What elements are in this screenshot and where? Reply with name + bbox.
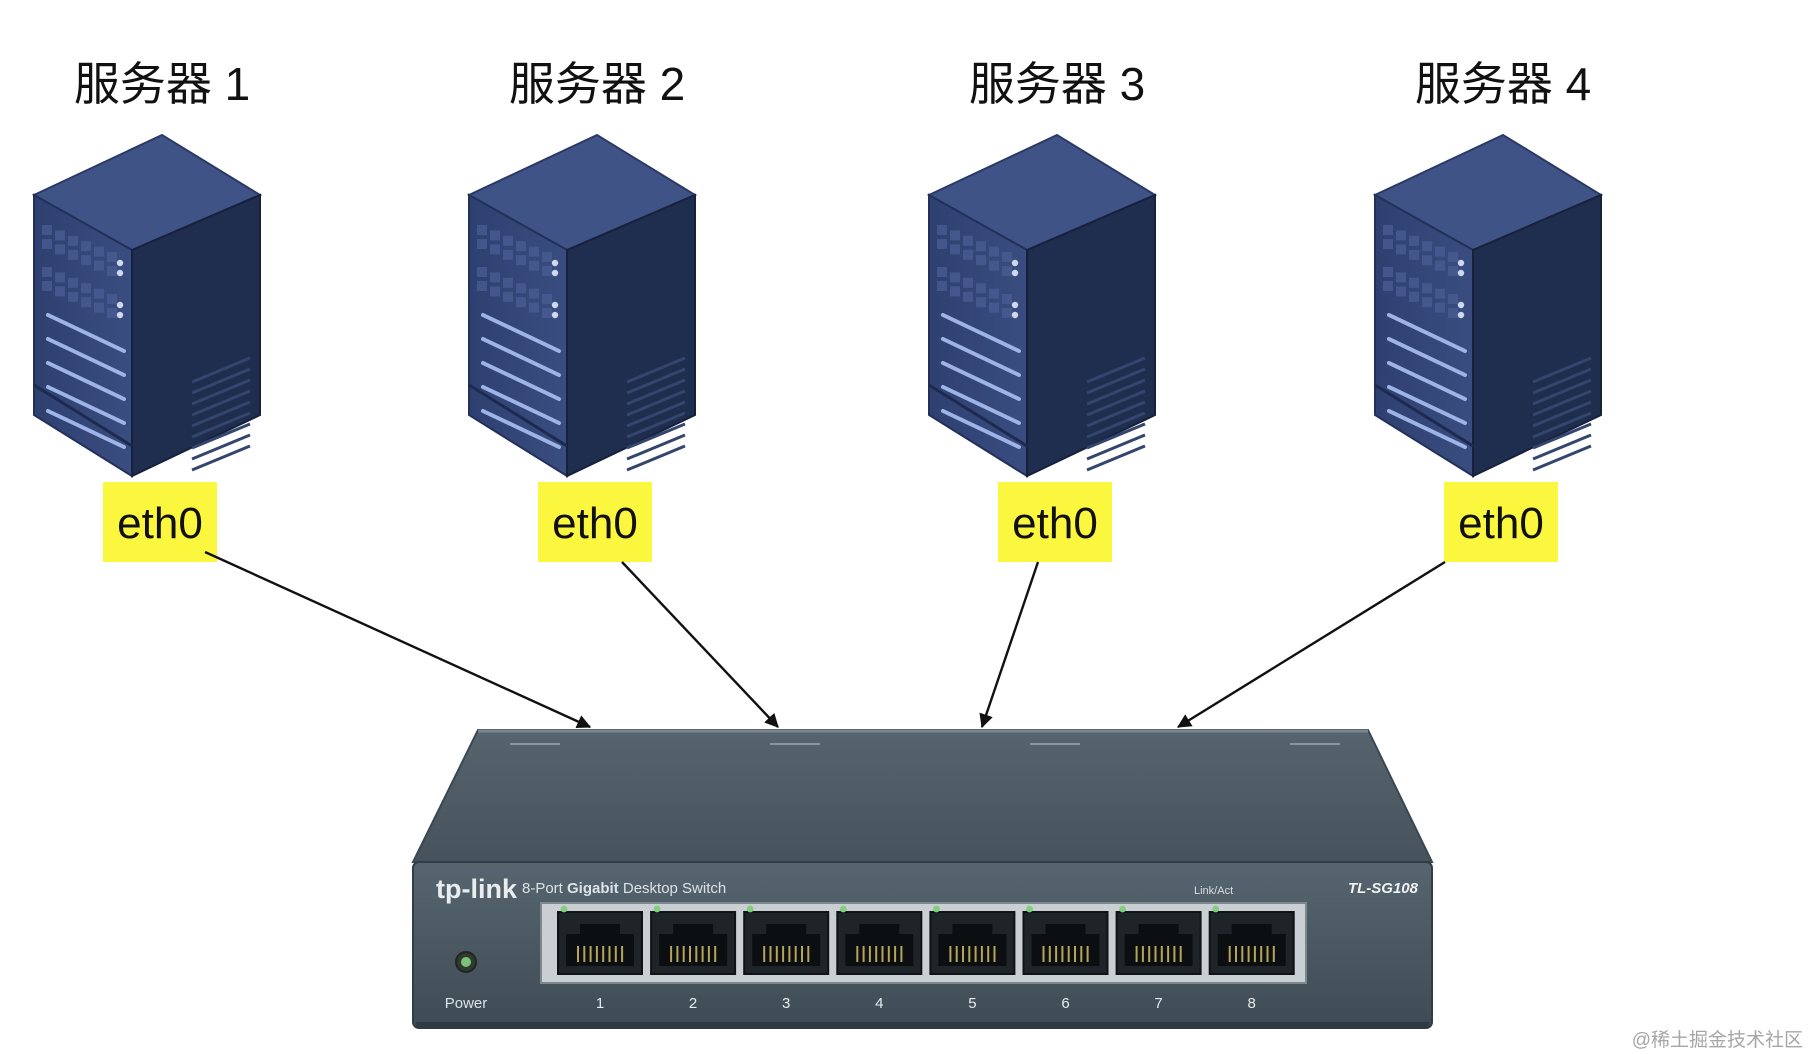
port-number: 2 [689, 995, 697, 1012]
link-led-icon [746, 905, 754, 913]
connector-arrow-1 [204, 550, 592, 729]
port-number: 4 [875, 995, 883, 1012]
server-2: 服务器 2 eth0 [466, 58, 698, 562]
interface-label: eth0 [1458, 499, 1544, 548]
port-number: 8 [1248, 995, 1256, 1012]
servers: 服务器 1 eth0 服务器 2 eth0 服务器 3 eth0 服务器 4 eth0 [31, 58, 1604, 562]
interface-label-box [103, 482, 217, 562]
switch-brand-logo: tp-link [436, 874, 518, 904]
connector-arrow-2 [621, 561, 779, 728]
interface-label-box [1444, 482, 1558, 562]
port-number: 5 [968, 995, 976, 1012]
link-led-icon [1026, 905, 1033, 913]
switch-model: TL-SG108 [1348, 880, 1419, 897]
server-3: 服务器 3 eth0 [926, 58, 1158, 562]
switch-top-panel [411, 729, 1434, 863]
server-tower-icon [926, 133, 1158, 478]
ethernet-port-icon [557, 911, 643, 975]
server-tower-icon [466, 133, 698, 478]
server-tower-icon [1372, 133, 1604, 478]
server-title: 服务器 2 [509, 58, 685, 110]
ethernet-port-icon [1208, 911, 1295, 975]
network-switch: tp-link 8-Port Gigabit Desktop Switch TL… [411, 729, 1434, 1029]
link-led-icon [1212, 905, 1220, 913]
watermark: @稀土掘金技术社区 [1632, 1029, 1803, 1051]
link-act-label: Link/Act [1194, 885, 1233, 897]
interface-label: eth0 [1012, 499, 1098, 548]
server-1: 服务器 1 eth0 [31, 58, 263, 562]
switch-bottom-lip [416, 1022, 1429, 1028]
interface-label: eth0 [117, 499, 203, 548]
server-tower-icon [31, 133, 263, 478]
ethernet-port-icon [929, 911, 1016, 975]
switch-subtitle: 8-Port Gigabit Desktop Switch [522, 880, 726, 897]
interface-label-box [538, 482, 652, 562]
server-title: 服务器 4 [1415, 58, 1591, 110]
ethernet-port-icon [743, 911, 830, 975]
interface-label-box [998, 482, 1112, 562]
port-number: 1 [596, 995, 604, 1012]
port-number: 7 [1154, 995, 1162, 1012]
server-4: 服务器 4 eth0 [1372, 58, 1604, 562]
power-label: Power [445, 995, 488, 1012]
link-led-icon [653, 905, 661, 913]
power-led-glow-icon [461, 957, 471, 967]
connector-arrow-4 [1177, 560, 1446, 729]
port-number: 6 [1061, 995, 1069, 1012]
ethernet-port-icon [650, 911, 737, 975]
server-title: 服务器 1 [74, 58, 250, 110]
ethernet-port-icon [1115, 911, 1202, 975]
ethernet-port-icon [836, 911, 923, 975]
interface-label: eth0 [552, 499, 638, 548]
link-led-icon [933, 905, 940, 913]
connections [204, 550, 1446, 729]
link-led-icon [560, 905, 568, 913]
link-led-icon [839, 905, 847, 913]
server-title: 服务器 3 [969, 58, 1145, 110]
link-led-icon [1119, 905, 1126, 913]
port-number: 3 [782, 995, 790, 1012]
connector-arrow-3 [979, 561, 1040, 729]
ports: 1 2 3 4 5 6 7 8 [557, 905, 1295, 1012]
ethernet-port-icon [1022, 911, 1109, 975]
